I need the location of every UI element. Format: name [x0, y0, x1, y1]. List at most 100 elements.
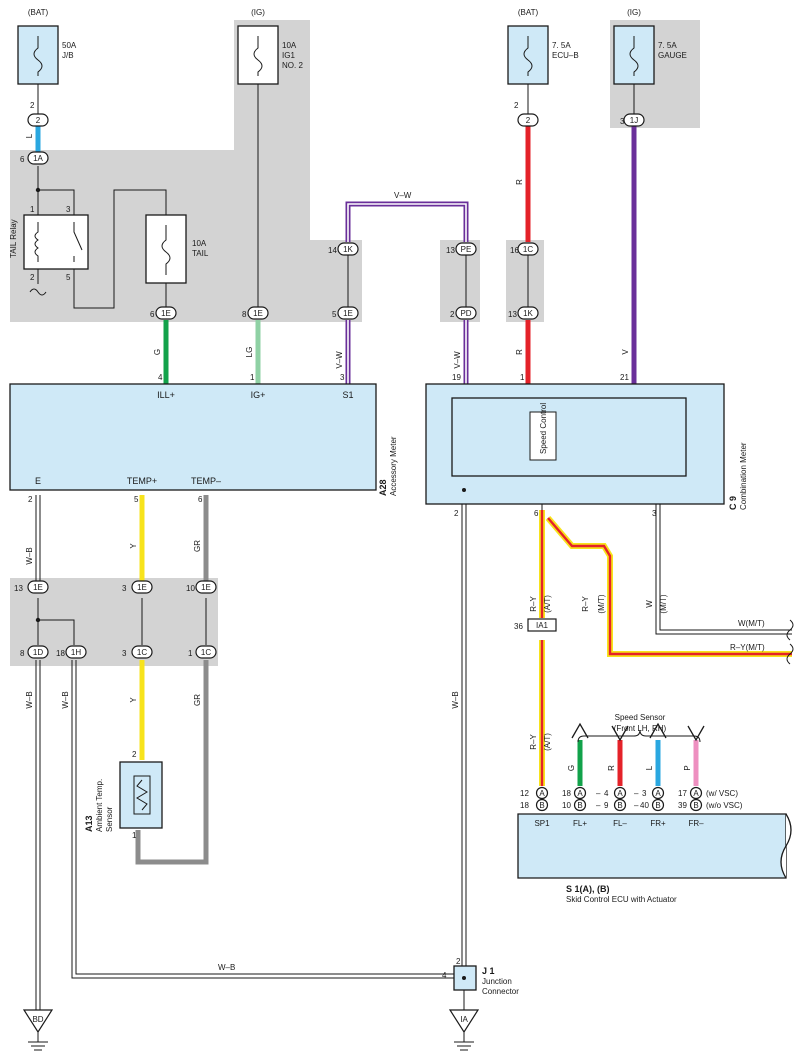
- svg-text:1E: 1E: [343, 309, 353, 318]
- junction-block-area: [10, 20, 362, 322]
- svg-text:A13: A13: [84, 815, 94, 832]
- pin-number: 8: [242, 310, 247, 319]
- pin-number: 6: [20, 155, 25, 164]
- pin-number: 4: [158, 373, 163, 382]
- svg-text:1A: 1A: [33, 154, 43, 163]
- svg-text:3: 3: [66, 205, 71, 214]
- svg-text:1E: 1E: [161, 309, 171, 318]
- svg-text:Sensor: Sensor: [105, 806, 114, 832]
- svg-text:50A: 50A: [62, 41, 77, 50]
- connector-c1k_a: 1K: [337, 242, 359, 256]
- wire-label: V–W: [335, 351, 344, 369]
- wire-label: (A/T): [543, 733, 552, 751]
- connector-c1e_f: 1E: [195, 580, 217, 594]
- wire-label: R–Y: [529, 596, 538, 612]
- wire-label: LG: [245, 347, 254, 358]
- ecu-terminal-b: B: [613, 798, 627, 812]
- svg-text:B: B: [539, 801, 544, 810]
- pin-number: 14: [328, 246, 337, 255]
- wire-label: Y: [129, 543, 138, 549]
- pin-number: 2: [514, 101, 519, 110]
- ecu-terminal-b: B: [689, 798, 703, 812]
- svg-text:GAUGE: GAUGE: [658, 51, 687, 60]
- ground-bd: BD: [22, 1009, 54, 1051]
- svg-text:1K: 1K: [523, 309, 533, 318]
- svg-text:B: B: [617, 801, 622, 810]
- svg-text:S1: S1: [342, 390, 353, 400]
- svg-text:(IG): (IG): [251, 8, 265, 17]
- wire-label: V–W: [394, 191, 412, 200]
- pin-number: 2: [30, 101, 35, 110]
- svg-text:PE: PE: [461, 245, 472, 254]
- ecu-terminal-b: B: [651, 798, 665, 812]
- pin-number: 4: [442, 971, 447, 980]
- fuse-ig1-no2: (IG) 10A IG1 NO. 2: [237, 8, 303, 85]
- skid-control-ecu: SP1 FL+ FL– FR+ FR– S 1(A), (B) Skid Con…: [517, 789, 792, 904]
- wire-label: R–Y: [529, 734, 538, 750]
- pin-number: 2: [28, 495, 33, 504]
- pin-number: 1: [188, 649, 193, 658]
- connector-cpd: PD: [455, 306, 477, 320]
- junction-connector: J 1 Junction Connector: [453, 965, 519, 996]
- pin-number: 18: [562, 789, 571, 798]
- svg-text:5: 5: [66, 273, 71, 282]
- wire-label: R–Y(M/T): [730, 643, 765, 652]
- combination-meter: Speed Control C 9 Combination Meter: [425, 383, 748, 510]
- pin-number: 3: [652, 509, 657, 518]
- pin-number: 9: [604, 801, 609, 810]
- pin-number: 17: [678, 789, 687, 798]
- svg-text:ILL+: ILL+: [157, 390, 175, 400]
- ecu-terminal-a: A: [651, 786, 665, 800]
- svg-text:B: B: [693, 801, 698, 810]
- svg-text:TEMP–: TEMP–: [191, 476, 221, 486]
- wire-label: V–W: [453, 351, 462, 369]
- wire-label: P: [683, 765, 692, 770]
- pin-number: 16: [510, 246, 519, 255]
- pin-number: 1: [520, 373, 525, 382]
- svg-text:E: E: [35, 476, 41, 486]
- splice-dots: [35, 187, 41, 623]
- pin-number: 5: [134, 495, 139, 504]
- connector-c1e_a: 1E: [155, 306, 177, 320]
- wire-label: R–Y: [581, 596, 590, 612]
- pin-number: 3: [122, 584, 127, 593]
- svg-text:Speed Sensor: Speed Sensor: [615, 713, 666, 722]
- connector-ia1: IA1: [527, 618, 557, 632]
- svg-text:IG1: IG1: [282, 51, 295, 60]
- fuse-tail: 10A TAIL: [145, 214, 209, 284]
- pin-number: 1: [250, 373, 255, 382]
- svg-text:(IG): (IG): [627, 8, 641, 17]
- svg-text:10A: 10A: [192, 239, 207, 248]
- pin-number: 10: [562, 801, 571, 810]
- svg-text:PD: PD: [460, 309, 471, 318]
- svg-text:TEMP+: TEMP+: [127, 476, 157, 486]
- wire-label: GR: [193, 694, 202, 706]
- ecu-dash: –: [596, 789, 601, 798]
- pin-number: 2: [450, 310, 455, 319]
- pin-number: 3: [620, 117, 625, 126]
- pin-number: 21: [620, 373, 629, 382]
- pin-number: 4: [604, 789, 609, 798]
- svg-text:FR–: FR–: [688, 819, 704, 828]
- svg-text:2: 2: [30, 273, 35, 282]
- svg-text:1J: 1J: [630, 116, 638, 125]
- connector-c1c: 1C: [517, 242, 539, 256]
- svg-text:J/B: J/B: [62, 51, 74, 60]
- pin-number: 36: [514, 622, 523, 631]
- connector-c1e_d: 1E: [27, 580, 49, 594]
- pin-number: 6: [534, 509, 539, 518]
- pin-number: 13: [508, 310, 517, 319]
- wire-vw-top: [345, 201, 469, 242]
- ecu-dash: –: [596, 801, 601, 810]
- svg-text:1K: 1K: [343, 245, 353, 254]
- svg-text:(BAT): (BAT): [518, 8, 539, 17]
- ecu-terminal-a: A: [535, 786, 549, 800]
- svg-text:A: A: [655, 789, 661, 798]
- svg-text:Skid Control ECU with Actuator: Skid Control ECU with Actuator: [566, 895, 677, 904]
- wire-label: (A/T): [543, 595, 552, 613]
- svg-text:Speed Control: Speed Control: [539, 403, 548, 454]
- svg-text:1C: 1C: [201, 648, 211, 657]
- ecu-terminal-b: B: [535, 798, 549, 812]
